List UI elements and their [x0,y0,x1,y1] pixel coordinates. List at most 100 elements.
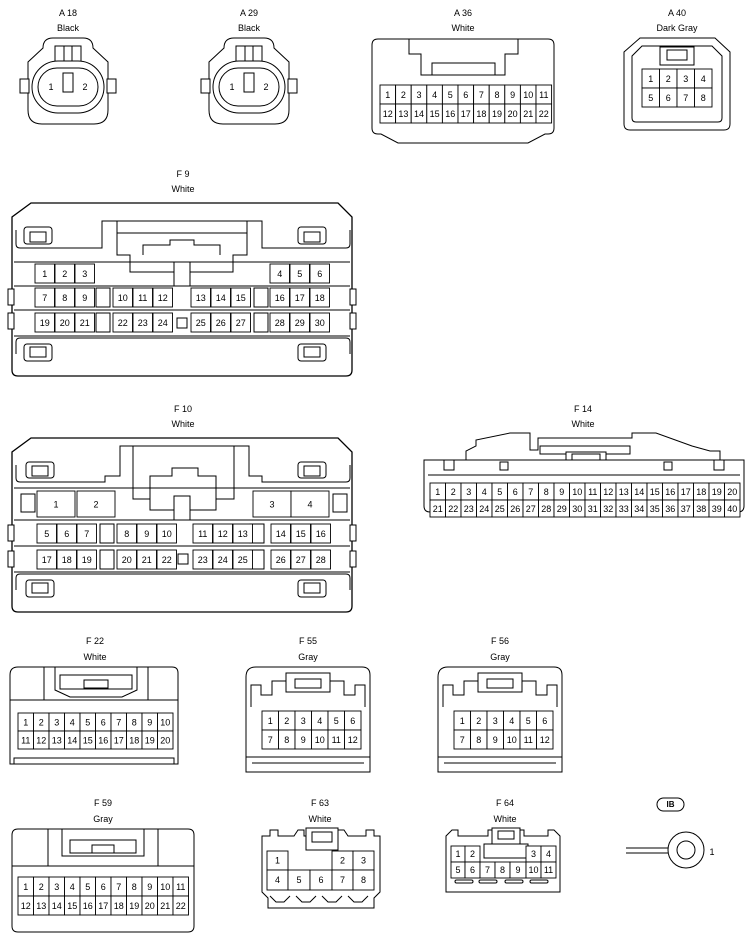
connector-f10-name: F 10 [174,404,192,414]
connector-f59-pin: 9 [147,882,152,892]
connector-f63-pin: 6 [318,875,323,885]
connector-f64: F 64 White 1 2 3 4 5 6 7 8 9 10 11 [445,798,561,893]
connector-f10-pin: 14 [276,529,286,539]
connector-f22-pin: 11 [21,736,30,746]
connector-f10-pin-cell [290,523,311,544]
connector-f10-pin: 1 [53,500,58,510]
connector-f22-pin: 5 [85,718,90,728]
connector-a36-pin: 17 [461,109,471,119]
connector-f10-pin: 6 [64,529,69,539]
connector-f10-pin: 26 [276,555,286,565]
connector-a36-pin: 20 [508,109,518,119]
connector-f10-pin-cell [290,490,330,518]
connector-f9-pin-cell [152,287,173,308]
connector-a36-pin: 3 [416,90,421,100]
connector-a18: A 18 Black 1 2 [19,8,117,125]
connector-f22-pin: 10 [160,718,170,728]
connector-f9-pin-cell [74,287,95,308]
connector-f9-pin: 23 [138,318,148,328]
connector-a36-color: White [451,23,474,33]
connector-f9-pin-cell [112,287,133,308]
connector-f9-pin-cell [54,287,75,308]
connector-f22-pin: 12 [36,736,46,746]
connector-f9-pin-cell [74,263,95,284]
connector-f59-pin: 19 [129,901,139,911]
connector-f10-pin: 3 [269,500,274,510]
connector-f14-pin: 9 [559,487,564,497]
connector-a40-color: Dark Gray [656,23,698,33]
connector-f22-pin: 16 [98,736,108,746]
connector-f22-pin: 18 [129,736,139,746]
connector-f59-pin: 21 [160,901,170,911]
connector-f10-pin: 13 [238,529,248,539]
connector-f9-pin: 9 [82,293,87,303]
connector-f14-pin: 23 [464,504,474,514]
connector-a36-pin: 1 [385,90,390,100]
connector-f56-pin: 5 [526,716,531,726]
connector-f55-pin: 3 [301,716,306,726]
connector-f14-pin: 8 [544,487,549,497]
connector-f10-pin-cell [76,523,97,544]
connector-a36-pin: 2 [401,90,406,100]
connector-f14-pin: 32 [603,504,613,514]
connector-f14-pin: 29 [557,504,567,514]
connector-f9-pin: 4 [277,269,282,279]
connector-f10-pin: 7 [84,529,89,539]
connector-f55-pin: 4 [317,716,322,726]
connector-f9-pin-cell [269,312,290,333]
connector-f14-pin: 1 [435,487,440,497]
connector-f14-pin: 37 [681,504,691,514]
connector-f14-pin: 14 [634,487,644,497]
connector-f14-pin: 13 [619,487,629,497]
connector-f9-pin: 29 [295,318,305,328]
connector-f59-pin: 8 [132,882,137,892]
connector-f63-pin: 5 [296,875,301,885]
connector-f14-pin: 3 [466,487,471,497]
connector-f14-pin: 25 [495,504,505,514]
connector-a36-pin: 16 [445,109,455,119]
connector-f9-pin-cell [34,287,55,308]
connector-f9-pin-cell [152,312,173,333]
connector-f10-color: White [171,419,194,429]
connector-f10-key [177,553,189,565]
connector-f55-color: Gray [298,652,318,662]
connector-f9-name: F 9 [176,169,189,179]
connector-f9-key [176,317,188,329]
connector-f10-pin-cell [232,523,253,544]
connector-f9-pin-cell [269,263,290,284]
connector-f14-pin: 38 [696,504,706,514]
connector-f56-pin: 8 [476,735,481,745]
connector-f14-pin: 6 [513,487,518,497]
connector-f9-pin: 8 [62,293,67,303]
connector-f10-pin: 21 [142,555,152,565]
connector-f9-pin-cell [289,287,310,308]
connector-a29-pin: 2 [263,82,268,92]
connector-f10-pin: 18 [62,555,72,565]
connector-f9-pin: 20 [60,318,70,328]
connector-f9-pin-cell [34,312,55,333]
connector-f10-pin: 22 [162,555,172,565]
connector-f9-pin-cell [74,312,95,333]
connector-a18-tab-left [19,78,30,94]
connector-f9-pin: 13 [196,293,206,303]
connector-a36-pin: 11 [539,90,548,100]
connector-f10-pin-cell [156,523,177,544]
connector-f56-pin: 7 [460,735,465,745]
connector-f22-name: F 22 [86,636,104,646]
connector-f14-pin: 35 [650,504,660,514]
connector-a36-lock [408,39,519,76]
connector-a29-pin: 1 [229,82,234,92]
connector-f9-pin: 15 [236,293,246,303]
connector-a18-name: A 18 [59,8,77,18]
connector-f10-pin-cell [192,523,213,544]
connector-f9-pin-cell [210,312,231,333]
connector-f14-color: White [571,419,594,429]
connector-f9-pin: 19 [40,318,50,328]
connector-f64-pin: 7 [485,865,490,875]
connector-a40-pin-cell [694,87,713,108]
